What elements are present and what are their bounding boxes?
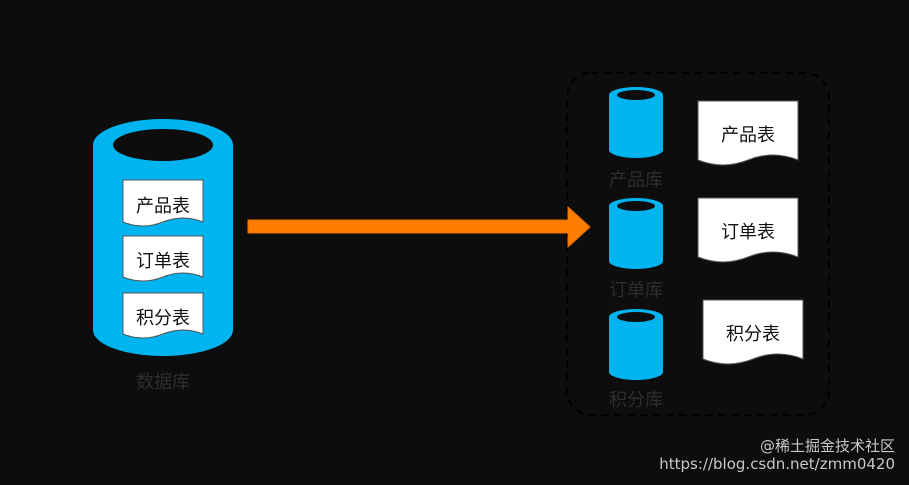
target-database-label-points: 积分库: [609, 390, 663, 411]
watermark-line-2: https://blog.csdn.net/zmm0420: [659, 455, 895, 473]
target-table-doc-product: [697, 100, 799, 166]
target-database-icon-order: [609, 198, 663, 269]
target-database-label-product: 产品库: [609, 170, 663, 191]
target-table-doc-order: [697, 197, 799, 263]
right-arrow-icon: [247, 205, 591, 249]
source-table-doc-product: [122, 179, 204, 227]
target-table-label-product: 产品表: [721, 125, 775, 146]
target-table-label-order: 订单表: [721, 222, 775, 243]
watermark: @稀土掘金技术社区 https://blog.csdn.net/zmm0420: [659, 437, 895, 473]
source-database-label: 数据库: [136, 372, 190, 393]
target-database-icon-points: [609, 309, 663, 380]
target-table-label-points: 积分表: [726, 324, 780, 345]
source-table-label-points: 积分表: [136, 308, 190, 329]
source-table-label-order: 订单表: [136, 251, 190, 272]
target-table-doc-points: [702, 299, 804, 365]
target-database-icon-product: [609, 87, 663, 158]
source-table-doc-order: [122, 235, 204, 282]
source-table-label-product: 产品表: [136, 196, 190, 217]
watermark-line-1: @稀土掘金技术社区: [759, 437, 895, 455]
source-table-doc-points: [122, 292, 204, 339]
target-database-label-order: 订单库: [609, 280, 663, 301]
shard-group-border: [566, 72, 830, 416]
